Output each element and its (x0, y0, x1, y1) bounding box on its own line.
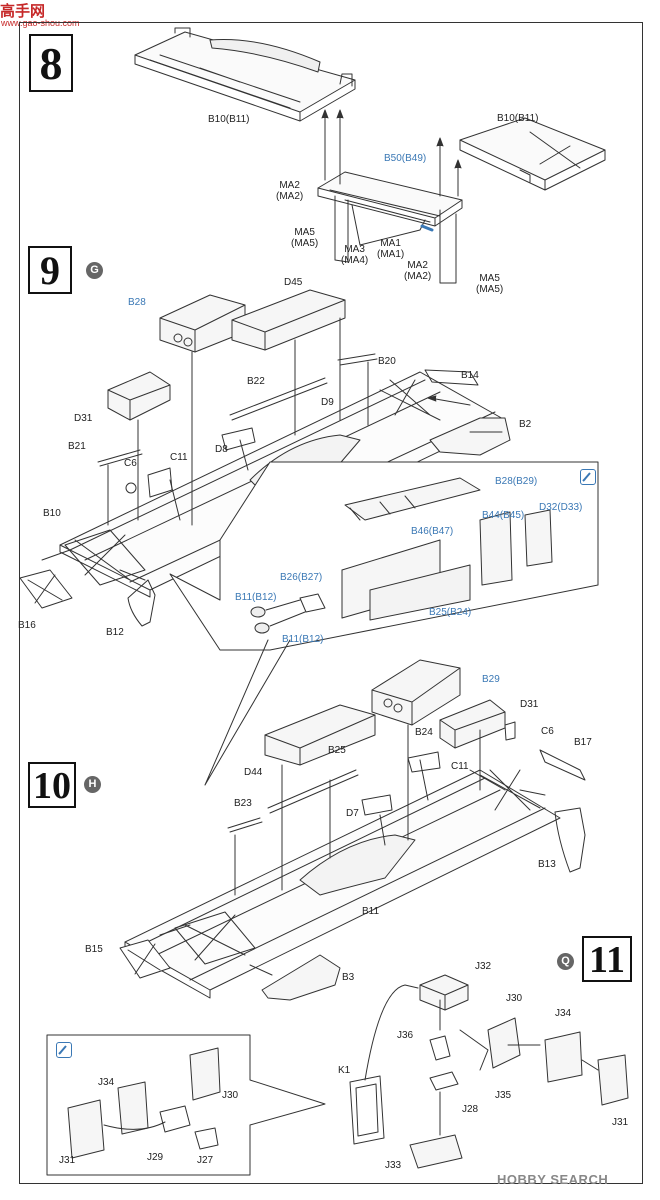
paint-brush-icon (580, 469, 596, 485)
site-logo-text: 高手网 (0, 3, 46, 20)
label-b11-top: B11(B12) (235, 592, 277, 603)
label-b28-b29: B28(B29) (495, 476, 538, 487)
label-b16: B16 (18, 620, 36, 631)
step-10-number: 10 (28, 762, 76, 808)
label-d31: D31 (74, 413, 93, 424)
label-detail-j31: J31 (59, 1155, 76, 1166)
step-11-number: 11 (582, 936, 632, 982)
label-j28: J28 (462, 1104, 479, 1115)
label-b11-bottom: B11(B12) (282, 634, 324, 645)
label-d44: D44 (244, 767, 263, 778)
step-9-number: 9 (28, 246, 72, 294)
label-d8: D8 (215, 444, 228, 455)
label-c6: C6 (541, 726, 554, 737)
label-detail-j29: J29 (147, 1152, 164, 1163)
label-b17: B17 (574, 737, 592, 748)
step-9-badge: G (86, 262, 103, 279)
label-b50: B50(B49) (384, 153, 427, 164)
step8-drawing (134, 27, 606, 284)
label-b21: B21 (68, 441, 86, 452)
label-j36: J36 (397, 1030, 414, 1041)
step9-drawing (19, 289, 599, 651)
label-b22: B22 (247, 376, 265, 387)
label-ma5-left: MA5 (MA5) (291, 227, 319, 249)
step11-drawing (46, 974, 629, 1176)
label-b2: B2 (519, 419, 532, 430)
label-b3: B3 (342, 972, 355, 983)
label-detail-j27: J27 (197, 1155, 214, 1166)
step10-drawing (119, 639, 586, 1001)
label-j34: J34 (555, 1008, 572, 1019)
label-b14: B14 (461, 370, 479, 381)
step-8-number: 8 (29, 34, 73, 92)
label-d45: D45 (284, 277, 303, 288)
label-j33: J33 (385, 1160, 402, 1171)
label-c11: C11 (451, 761, 469, 772)
label-b10-left: B10(B11) (208, 114, 250, 125)
label-b26: B26(B27) (280, 572, 323, 583)
site-url: www.gao-shou.com (1, 18, 80, 28)
label-b15: B15 (85, 944, 103, 955)
label-ma5-right: MA5 (MA5) (476, 273, 504, 295)
label-ma2-left: MA2 (MA2) (276, 180, 304, 202)
label-d9: D9 (321, 397, 334, 408)
label-c6: C6 (124, 458, 137, 469)
label-b12: B12 (106, 627, 124, 638)
paint-brush-icon (56, 1042, 72, 1058)
label-b29: B29 (482, 674, 500, 685)
label-j32: J32 (475, 961, 492, 972)
label-b25: B25 (328, 745, 346, 756)
label-k1: K1 (338, 1065, 351, 1076)
label-j35: J35 (495, 1090, 512, 1101)
label-d7: D7 (346, 808, 359, 819)
label-d32: D32(D33) (539, 502, 583, 513)
label-j30: J30 (506, 993, 523, 1004)
label-b10-right: B10(B11) (497, 113, 539, 124)
label-detail-j30: J30 (222, 1090, 239, 1101)
label-d31: D31 (520, 699, 539, 710)
step-10-badge: H (84, 776, 101, 793)
label-b28: B28 (128, 297, 146, 308)
label-ma1: MA1 (MA1) (377, 238, 405, 260)
label-b46: B46(B47) (411, 526, 454, 537)
label-detail-j34: J34 (98, 1077, 115, 1088)
label-b13: B13 (538, 859, 556, 870)
label-ma2-right: MA2 (MA2) (404, 260, 432, 282)
label-b25: B25(B24) (429, 607, 472, 618)
label-b20: B20 (378, 356, 396, 367)
label-b23: B23 (234, 798, 252, 809)
label-j31: J31 (612, 1117, 629, 1128)
watermark: HOBBY SEARCH (497, 1172, 609, 1187)
label-b11: B11 (362, 906, 380, 917)
step-11-badge: Q (557, 953, 574, 970)
label-b10: B10 (43, 508, 61, 519)
page-frame (19, 22, 643, 1184)
label-c11: C11 (170, 452, 188, 463)
label-ma3: MA3 (MA4) (341, 244, 369, 266)
label-b44: B44(B45) (482, 510, 525, 521)
label-b24: B24 (415, 727, 433, 738)
